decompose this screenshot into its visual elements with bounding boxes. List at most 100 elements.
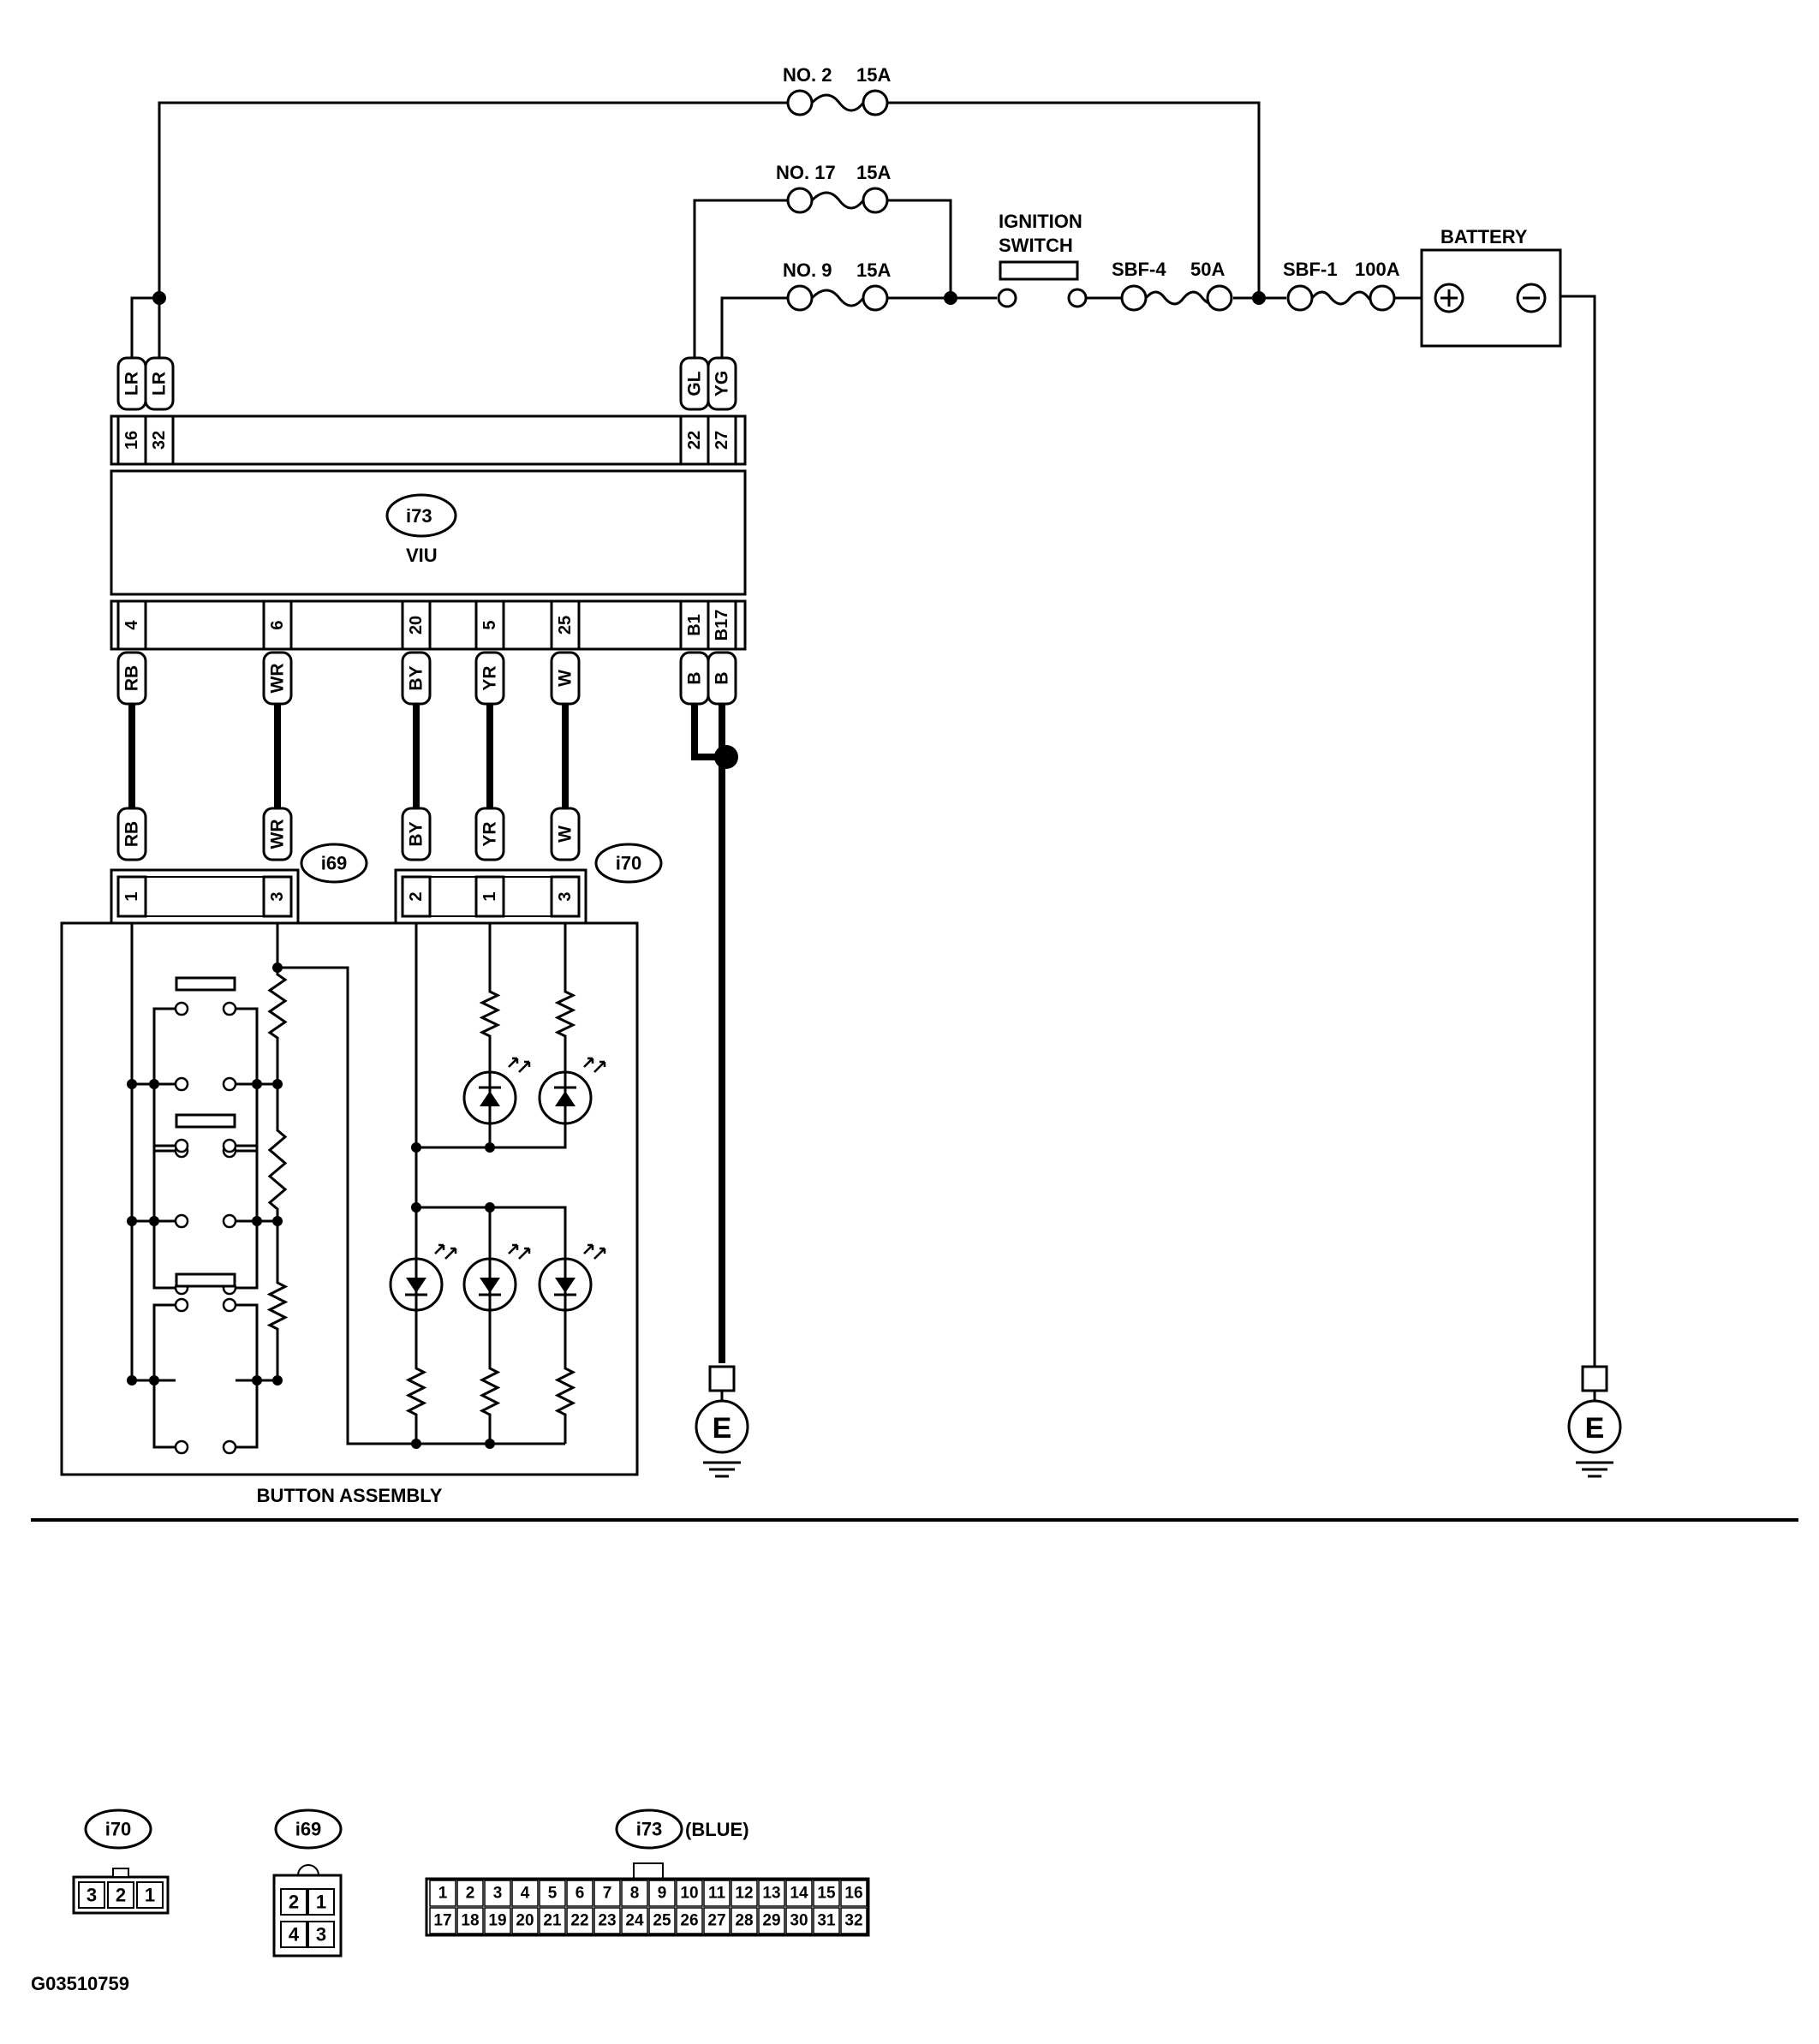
ground-splice-dot: [714, 745, 738, 769]
ba-switch-3-contact-0: [174, 1297, 189, 1313]
ba-switch-1-dot-left: [127, 1079, 137, 1089]
connector-i70-id-oval: [594, 843, 663, 884]
legend-i73-key: [633, 1862, 664, 1880]
legend-i73-cell-12: [731, 1880, 758, 1907]
ground-viu-terminal: [708, 1365, 736, 1392]
legend-i73-cell-28: [731, 1907, 758, 1934]
viu-bottom-pin-5: 5: [480, 620, 499, 629]
connector-i70-wire-2: BY: [407, 821, 426, 846]
battery: BATTERY: [1420, 226, 1562, 348]
legend-i73-cell-9: [648, 1880, 676, 1907]
legend-i70-cell-3: [78, 1881, 105, 1909]
legend-i73-pin-31: 31: [817, 1912, 836, 1930]
viu-bottom-pin-6: 6: [268, 620, 287, 629]
ba-led-low-0-triangle: [406, 1278, 426, 1293]
legend-i73-id-oval: [615, 1809, 683, 1850]
ba-switch-1-mid-contact-1: [222, 1076, 237, 1092]
legend-i73-pin-32: 32: [844, 1912, 862, 1930]
connector-i70-pin-3-box: [550, 875, 581, 918]
legend-i73-pin-30: 30: [790, 1912, 808, 1930]
ba-resistor-3: [266, 1276, 289, 1336]
legend-i73-pin-10: 10: [680, 1885, 698, 1903]
viu-bottom-wire-B17: B: [713, 671, 732, 684]
legend-i73-pin-6: 6: [576, 1885, 585, 1903]
ba-switch-3-dot-left: [127, 1375, 137, 1386]
ignition-switch: IGNITION SWITCH: [997, 211, 1088, 308]
fuse-no17-rating: 15A: [856, 162, 891, 183]
connector-i70-pin-3: 3: [556, 891, 575, 901]
legend-i70-pin-2: 2: [116, 1885, 126, 1906]
ground-viu-circle: [695, 1399, 749, 1454]
button-assembly-label: BUTTON ASSEMBLY: [257, 1485, 443, 1506]
ba-switch-3-dot-r2: [252, 1375, 262, 1386]
legend-i73-cell-6: [566, 1880, 593, 1907]
legend-i73-cell-32: [840, 1907, 868, 1934]
connector-i69-pin-1: 1: [122, 891, 141, 901]
fuse-sbf1-rating: 100A: [1355, 259, 1400, 280]
legend-i73-id: i73: [636, 1819, 663, 1840]
viu-top-pin-16: 16: [122, 431, 141, 450]
legend-i73-pin-25: 25: [653, 1912, 671, 1930]
viu-bottom-wire-25: W: [556, 670, 576, 687]
connector-i69-wire-1: RB: [122, 821, 142, 847]
connector-i70-wire-3-box: [550, 807, 581, 861]
ba-led-res-2: [554, 985, 576, 1043]
legend-i70-pin-1: 1: [145, 1885, 155, 1906]
legend-i73-cell-14: [785, 1880, 813, 1907]
ba-led-res-1: [479, 985, 501, 1043]
legend-i69-pin-2: 2: [289, 1892, 299, 1913]
legend-i73-cell-4: [511, 1880, 539, 1907]
ba-switch-3-contact-1: [222, 1297, 237, 1313]
legend-i69-pin-4: 4: [289, 1924, 300, 1946]
legend-i73-pin-7: 7: [603, 1885, 612, 1903]
viu-top-pin-32-box: [144, 414, 175, 466]
legend-i70-id-oval: [84, 1809, 152, 1850]
legend-i73-cell-2: [456, 1880, 484, 1907]
figure-code: G03510759: [31, 1973, 129, 1994]
ba-switch-1-dot-right: [272, 1079, 283, 1089]
legend-i73-pin-12: 12: [735, 1885, 753, 1903]
ba-led-return-1: [416, 1123, 492, 1149]
legend-i73-cell-26: [676, 1907, 703, 1934]
ba-common-return: [277, 966, 565, 1445]
legend-i73-pin-21: 21: [543, 1912, 562, 1930]
connector-i69-id: i69: [321, 853, 348, 874]
ba-switch-2-dot-r2: [252, 1216, 262, 1226]
legend-i69-pin-3: 3: [316, 1924, 326, 1946]
legend-i73-cell-25: [648, 1907, 676, 1934]
ba-dot-bottom-1: [411, 1439, 421, 1449]
ba-led-low-0-light-arrows: [434, 1243, 457, 1260]
fuse-no2-name: NO. 2: [783, 64, 832, 86]
legend-i73-cell-18: [456, 1907, 484, 1934]
ba-switch-3-contact-2: [174, 1439, 189, 1455]
ba-switch-1-dot-r2: [252, 1079, 262, 1089]
legend-i73-cell-16: [840, 1880, 868, 1907]
viu-bottom-wire-6: WR: [268, 664, 288, 694]
legend-i70-id: i70: [105, 1819, 132, 1840]
legend-i73-cell-1: [429, 1880, 456, 1907]
legend-i73-pin-17: 17: [433, 1912, 451, 1930]
ba-resistor-2: [267, 1123, 288, 1216]
connector-i70-pin-2-box: [401, 875, 432, 918]
ba-switch-2-dot-right: [272, 1216, 283, 1226]
legend-i73-cell-29: [758, 1907, 785, 1934]
legend-i73-pin-24: 24: [625, 1912, 644, 1930]
legend-i73-pin-2: 2: [466, 1885, 475, 1903]
legend-i69-cell-1: [307, 1888, 335, 1916]
connector-i69-wire-3-box: [262, 807, 293, 861]
legend-i69-pin-1: 1: [316, 1892, 326, 1913]
legend-i73-note: (BLUE): [685, 1819, 749, 1840]
ba-switch-3-button: [175, 1272, 236, 1288]
legend-i73-pin-5: 5: [548, 1885, 558, 1903]
legend-i73-pin-11: 11: [708, 1885, 726, 1903]
connector-i70-id: i70: [616, 853, 642, 874]
button-assembly-box: [60, 921, 639, 1476]
fuse-sbf1-name: SBF-1: [1283, 259, 1338, 280]
legend-i69-cell-2: [280, 1888, 307, 1916]
legend-i73-pin-29: 29: [762, 1912, 780, 1930]
ground-battery-label: E: [1585, 1412, 1605, 1445]
legend-i73-pin-1: 1: [438, 1885, 448, 1903]
viu-bottom-pin-5-box: [474, 599, 505, 651]
legend-i73-cell-17: [429, 1907, 456, 1934]
legend-i73-pin-3: 3: [493, 1885, 503, 1903]
